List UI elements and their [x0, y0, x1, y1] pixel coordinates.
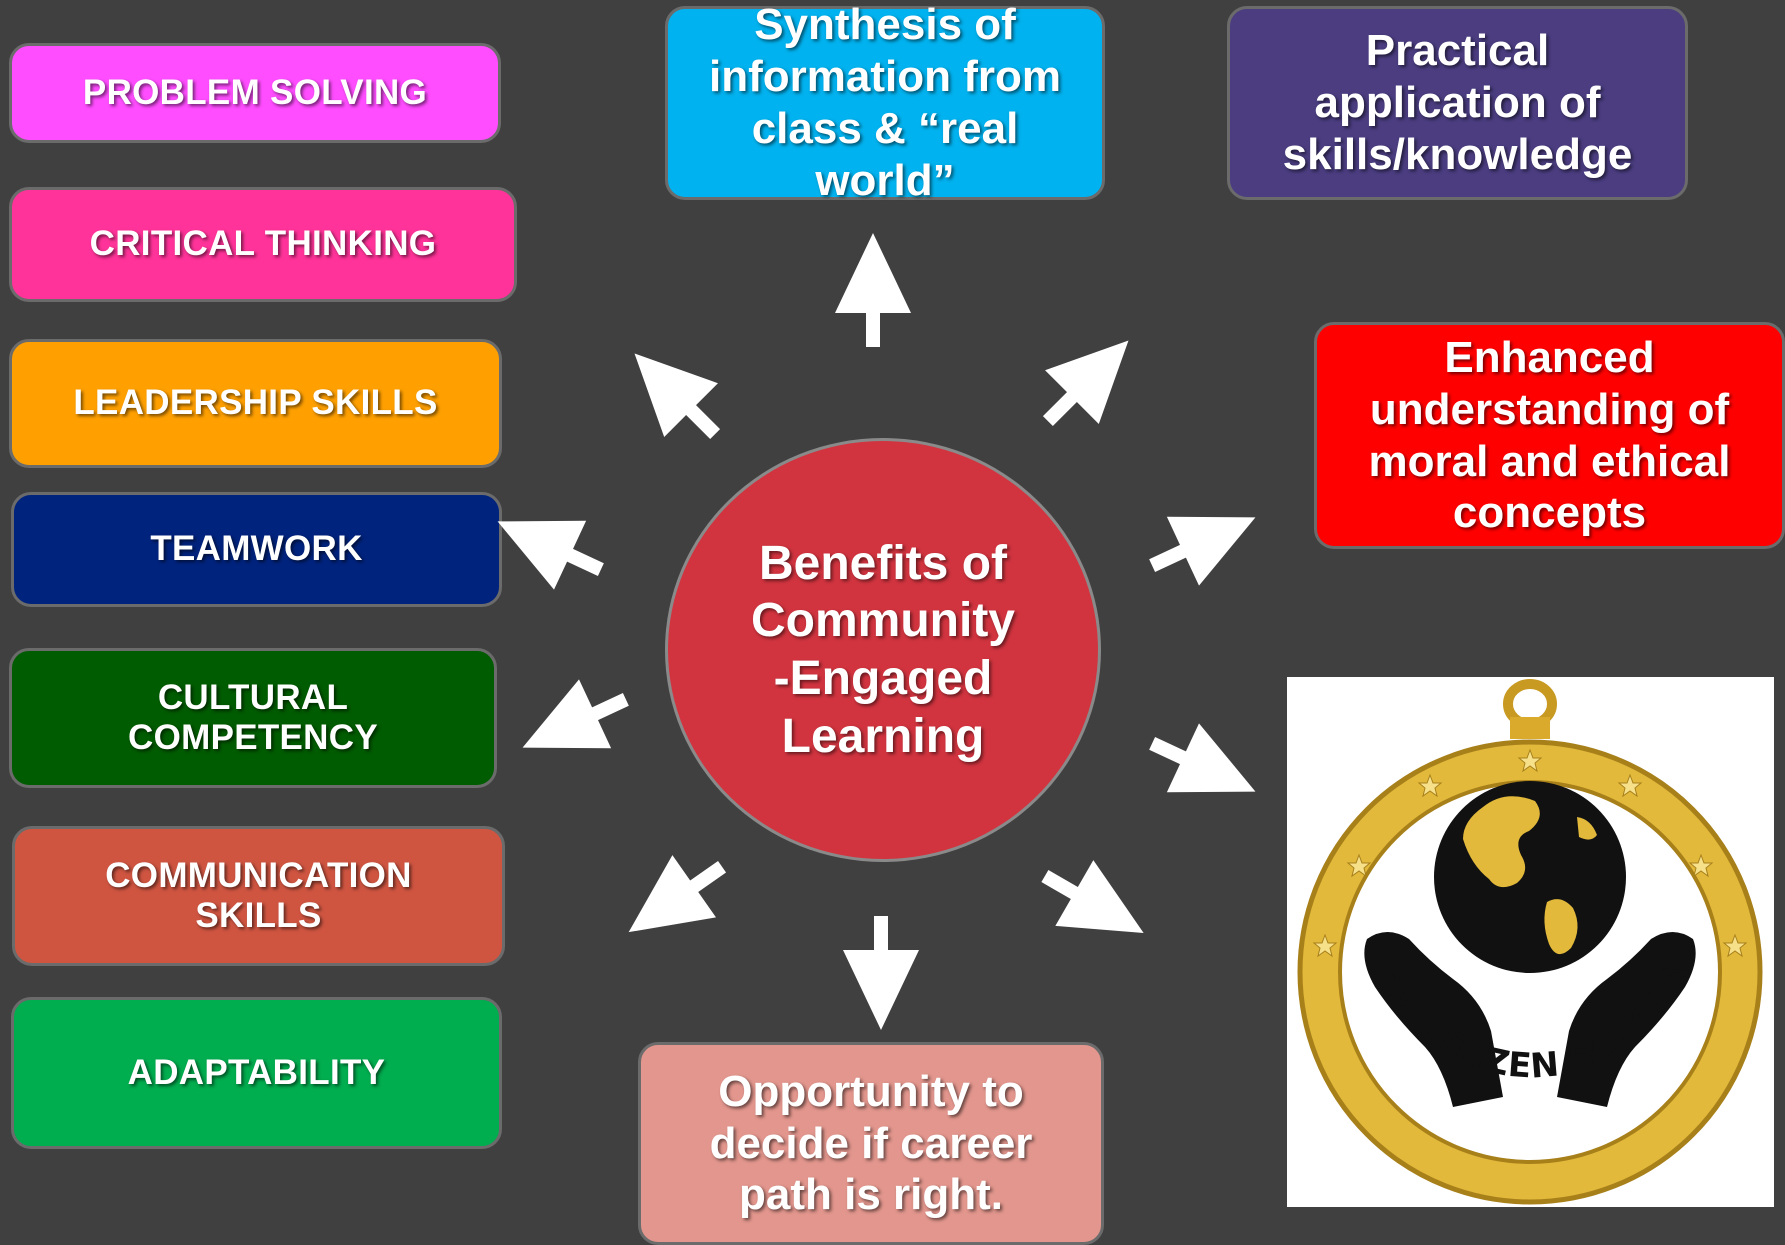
arrow-up-icon — [835, 233, 911, 347]
skill-box-cultural-competency: CULTURAL COMPETENCY — [9, 648, 497, 788]
skill-label: TEAMWORK — [150, 529, 363, 569]
globe-in-hands-medal-icon: USM CITIZEN SCHOLAR — [1287, 677, 1763, 1205]
center-topic-circle: Benefits of Community -Engaged Learning — [665, 438, 1101, 862]
skill-label: LEADERSHIP SKILLS — [73, 383, 438, 423]
skill-label: CRITICAL THINKING — [89, 224, 437, 264]
arrow-right-upper-icon — [1149, 516, 1256, 586]
benefit-label: Opportunity to decide if career path is … — [709, 1066, 1033, 1220]
benefit-box-moral-ethical: Enhanced understanding of moral and ethi… — [1314, 322, 1785, 549]
skill-label: COMMUNICATION SKILLS — [105, 855, 412, 935]
benefit-box-career-path: Opportunity to decide if career path is … — [638, 1042, 1104, 1245]
arrow-up-left-icon — [634, 353, 721, 440]
skill-box-teamwork: TEAMWORK — [11, 492, 502, 607]
skill-label: CULTURAL COMPETENCY — [128, 677, 378, 757]
skill-box-critical-thinking: CRITICAL THINKING — [9, 187, 517, 302]
benefit-label: Enhanced understanding of moral and ethi… — [1368, 332, 1731, 538]
skill-label: ADAPTABILITY — [127, 1052, 386, 1092]
arrow-right-lower-icon — [1149, 723, 1256, 793]
benefit-box-synthesis: Synthesis of information from class & “r… — [665, 0, 1105, 205]
center-title: Benefits of Community -Engaged Learning — [751, 536, 1015, 763]
arrow-left-upper-icon — [497, 520, 604, 590]
arrow-down-icon — [843, 916, 919, 1030]
skill-box-communication-skills: COMMUNICATION SKILLS — [12, 826, 505, 966]
arrow-left-lower-icon — [522, 679, 629, 749]
benefit-label: Synthesis of information from class & “r… — [709, 0, 1061, 205]
benefit-box-practical-application: Practical application of skills/knowledg… — [1227, 6, 1688, 200]
arrow-down-right-icon — [1041, 860, 1144, 933]
arrow-down-left-icon — [628, 855, 727, 933]
citizen-scholar-medal-panel: USM CITIZEN SCHOLAR — [1287, 677, 1774, 1207]
arrow-up-right-icon — [1042, 340, 1129, 427]
skill-label: PROBLEM SOLVING — [82, 72, 428, 112]
skill-box-adaptability: ADAPTABILITY — [11, 997, 502, 1149]
skill-box-leadership-skills: LEADERSHIP SKILLS — [9, 339, 502, 468]
skill-box-problem-solving: PROBLEM SOLVING — [9, 43, 501, 143]
benefit-label: Practical application of skills/knowledg… — [1282, 26, 1633, 179]
